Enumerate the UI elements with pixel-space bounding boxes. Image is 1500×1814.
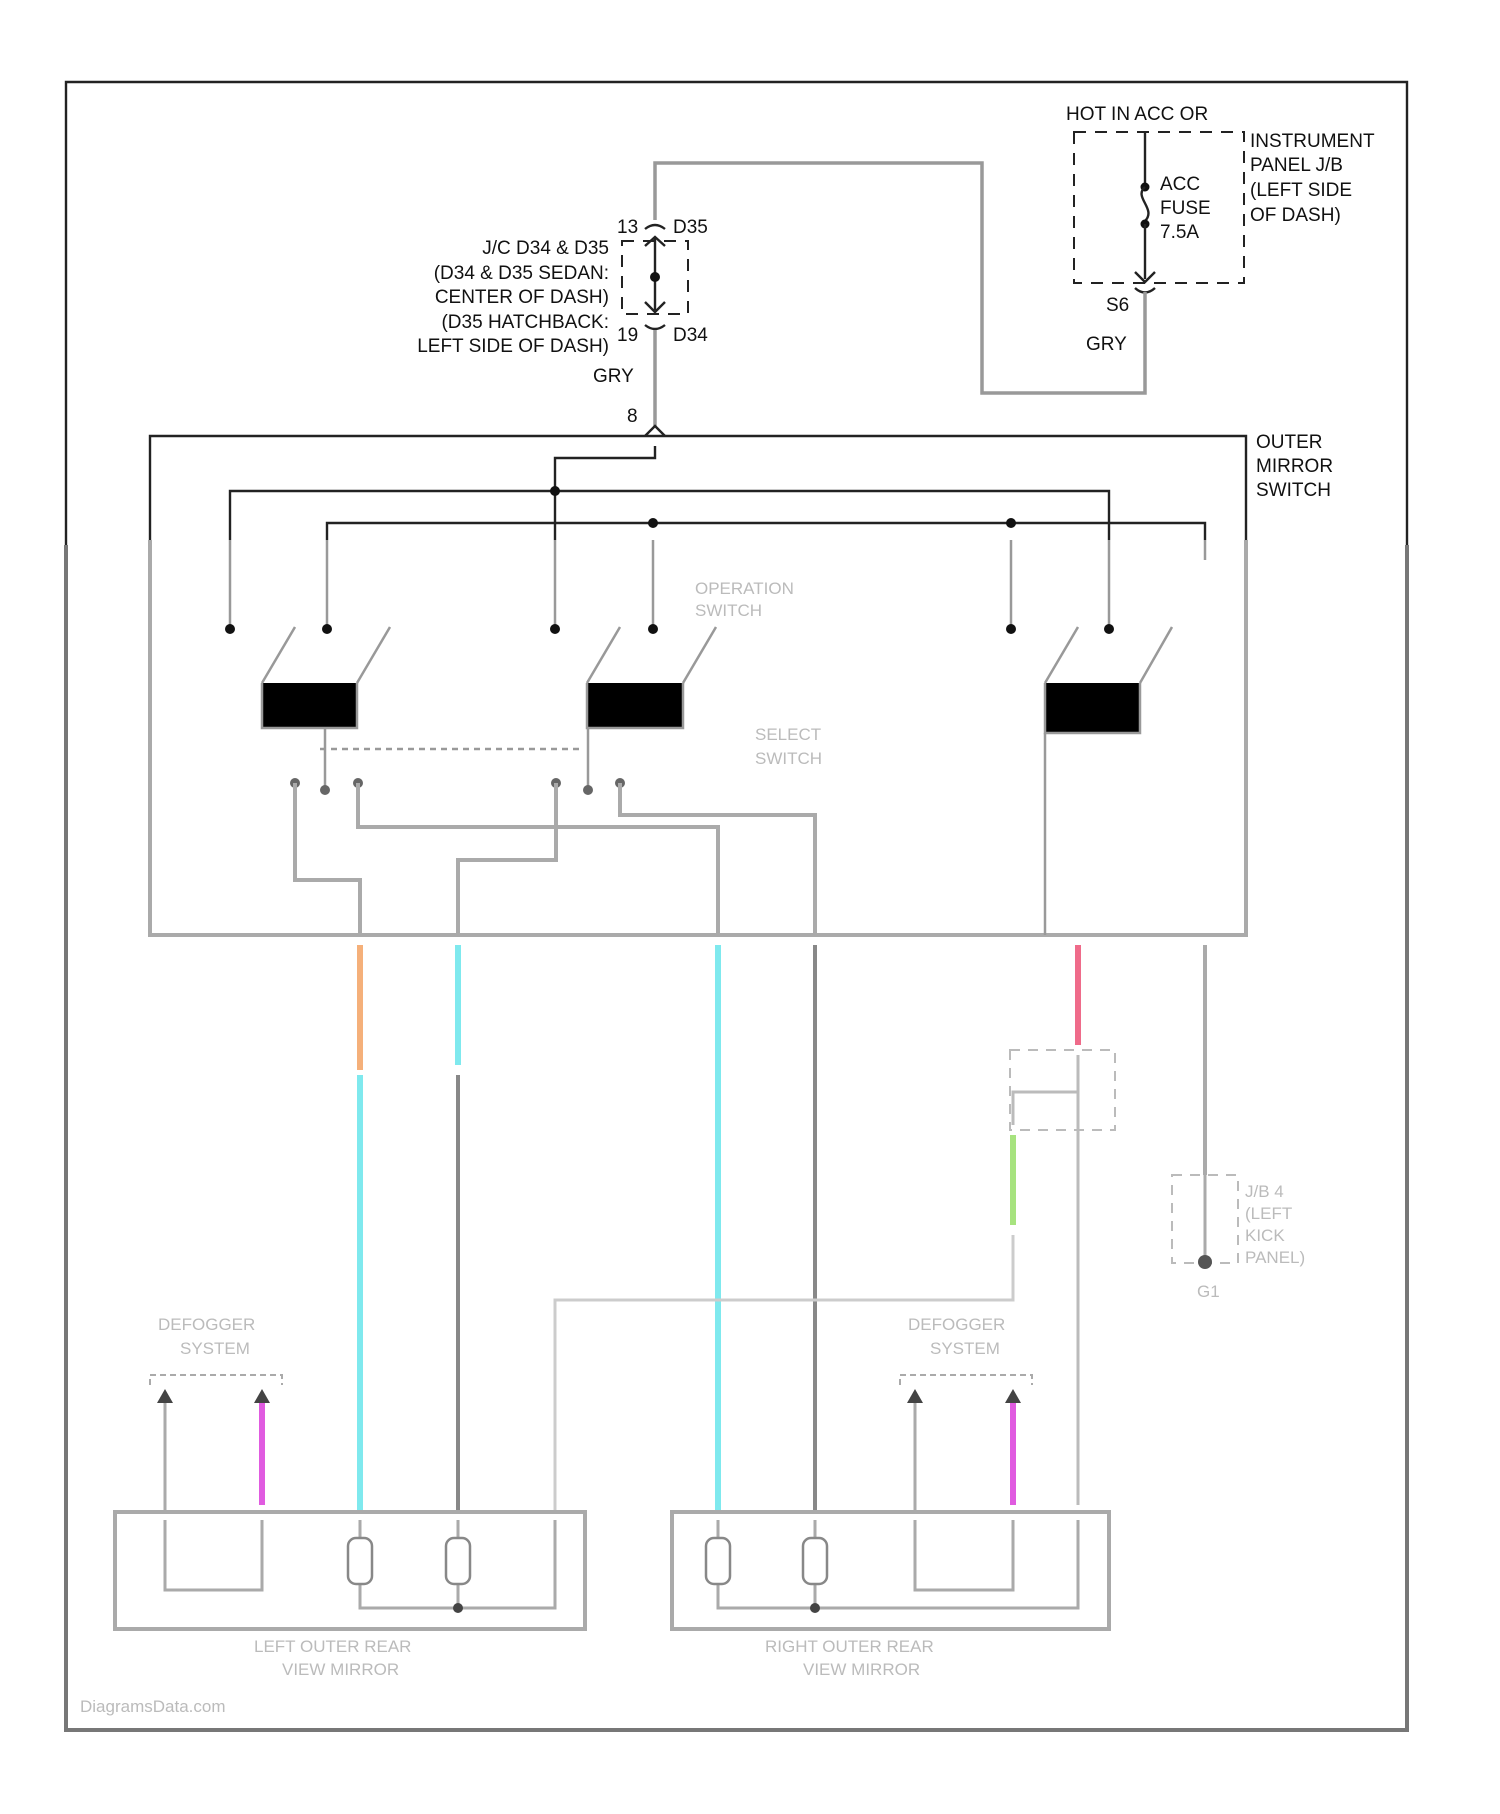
right-mirror-motors: [706, 1538, 827, 1584]
jc-top-pin: 13: [617, 217, 638, 238]
s6-pin-label: S6: [1106, 295, 1129, 316]
right-mirror-label-2: VIEW MIRROR: [803, 1660, 920, 1679]
svg-text:SWITCH: SWITCH: [1256, 480, 1331, 501]
svg-text:CENTER OF DASH): CENTER OF DASH): [435, 287, 609, 308]
hot-label: HOT IN ACC OR: [1066, 104, 1208, 125]
outer-mirror-switch-outline: [150, 436, 1246, 540]
ground-id: G1: [1197, 1282, 1220, 1301]
right-mirror-label: RIGHT OUTER REAR: [765, 1637, 934, 1656]
junction-label: J/C D34 & D35 (D34 & D35 SEDAN: CENTER O…: [417, 238, 609, 357]
right-mirror-node: [810, 1603, 820, 1613]
internal-bus-upper: [230, 491, 1109, 540]
wht-wire: [555, 1235, 1013, 1510]
svg-text:ACC: ACC: [1160, 174, 1200, 195]
switch-pin-8: 8: [627, 406, 638, 427]
left-defogger-bracket: [150, 1375, 282, 1385]
diagram-frame: [66, 82, 1407, 545]
svg-text:PANEL J/B: PANEL J/B: [1250, 155, 1343, 176]
pin-8-connector-icon: [645, 426, 665, 436]
left-mirror-label-2: VIEW MIRROR: [282, 1660, 399, 1679]
svg-text:(LEFT: (LEFT: [1245, 1204, 1292, 1223]
jc-top-connector: D35: [673, 217, 708, 238]
svg-text:(D34 & D35 SEDAN:: (D34 & D35 SEDAN:: [434, 263, 609, 284]
left-mirror-label: LEFT OUTER REAR: [254, 1637, 411, 1656]
left-mirror-motors: [348, 1538, 470, 1584]
select-switch-label: SELECT: [755, 725, 821, 744]
svg-text:J/C D34 & D35: J/C D34 & D35: [482, 238, 609, 259]
jc-bottom-pin: 19: [617, 325, 638, 346]
svg-text:J/B 4: J/B 4: [1245, 1182, 1284, 1201]
internal-bus-lower: [327, 523, 1205, 540]
operation-switch-label: OPERATION: [695, 579, 794, 598]
right-defogger-terminals: [907, 1389, 1021, 1403]
gry-label-switch: GRY: [593, 366, 634, 387]
operation-switch-contacts: [225, 540, 1205, 733]
right-mirror-internal: [718, 1520, 1078, 1608]
operation-switch-label-2: SWITCH: [695, 601, 762, 620]
svg-text:OUTER: OUTER: [1256, 432, 1323, 453]
jc-d35-wires: [1013, 1055, 1078, 1505]
svg-text:PANEL): PANEL): [1245, 1248, 1305, 1267]
bus-node-lower-2: [1006, 518, 1016, 528]
svg-text:INSTRUMENT: INSTRUMENT: [1250, 131, 1375, 152]
select-switch-contacts: [290, 728, 1045, 935]
bus-node-upper: [550, 486, 560, 496]
ground-label: J/B 4 (LEFT KICK PANEL): [1245, 1182, 1305, 1267]
svg-text:KICK: KICK: [1245, 1226, 1285, 1245]
svg-text:MIRROR: MIRROR: [1256, 456, 1333, 477]
svg-text:(LEFT SIDE: (LEFT SIDE: [1250, 180, 1352, 201]
left-mirror-node: [453, 1603, 463, 1613]
gry-label-fuse: GRY: [1086, 334, 1127, 355]
jc-d35-box: [1010, 1050, 1115, 1130]
switch-housing-lower: [150, 540, 1246, 935]
svg-text:FUSE: FUSE: [1160, 198, 1211, 219]
left-defogger-label-2: SYSTEM: [180, 1339, 250, 1358]
left-defogger-terminals: [157, 1389, 270, 1403]
svg-text:LEFT SIDE OF DASH): LEFT SIDE OF DASH): [417, 336, 609, 357]
right-defogger-label: DEFOGGER: [908, 1315, 1005, 1334]
bus-node-lower-1: [648, 518, 658, 528]
instrument-panel-jb: [1074, 132, 1244, 283]
gry-feed-wire: [655, 163, 1145, 393]
ground-g1-icon: [1198, 1255, 1212, 1269]
svg-text:(D35 HATCHBACK:: (D35 HATCHBACK:: [441, 312, 609, 333]
svg-text:7.5A: 7.5A: [1160, 222, 1199, 243]
footer-watermark: DiagramsData.com: [80, 1697, 226, 1716]
fuse-label: ACC FUSE 7.5A: [1160, 174, 1211, 243]
right-mirror-box: [672, 1512, 1109, 1629]
outer-mirror-switch-label: OUTER MIRROR SWITCH: [1256, 432, 1333, 501]
left-defogger-label: DEFOGGER: [158, 1315, 255, 1334]
junction-node: [650, 272, 660, 282]
svg-text:OF DASH): OF DASH): [1250, 205, 1341, 226]
select-switch-label-2: SWITCH: [755, 749, 822, 768]
right-defogger-bracket: [900, 1375, 1032, 1385]
jb-label: INSTRUMENT PANEL J/B (LEFT SIDE OF DASH): [1250, 131, 1375, 226]
jc-bottom-connector: D34: [673, 325, 708, 346]
acc-fuse-symbol: [1142, 187, 1149, 221]
internal-bus-feed: [555, 446, 655, 540]
right-defogger-label-2: SYSTEM: [930, 1339, 1000, 1358]
